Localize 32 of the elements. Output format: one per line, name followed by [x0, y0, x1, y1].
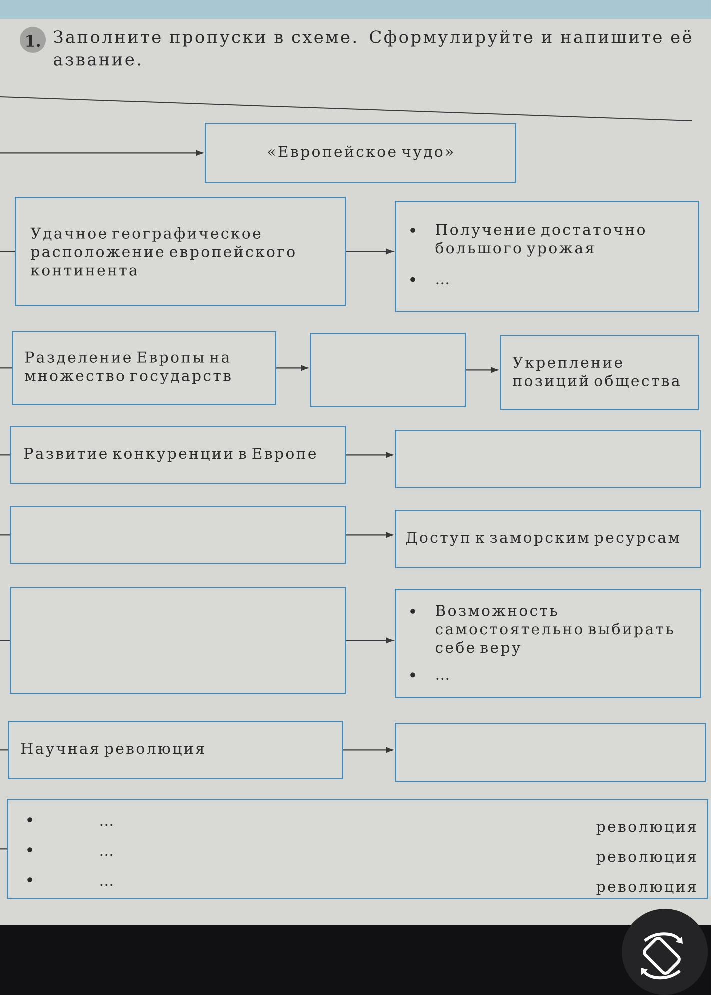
connector-line — [0, 750, 8, 751]
connector-line — [0, 368, 12, 369]
connector-line — [0, 848, 7, 850]
arrow — [346, 532, 394, 538]
answer-box — [10, 506, 346, 564]
connector-line — [0, 534, 10, 536]
arrow — [0, 150, 204, 156]
arrow — [346, 452, 394, 458]
text-box: Укрепление позиций общества — [500, 335, 700, 410]
arrow — [346, 248, 394, 255]
text-box: Развитие конкуренции в Европе — [10, 426, 346, 484]
instruction-text: Заполните пропуски в схеме. Сформулируйте и напишите её азвание. — [54, 30, 692, 66]
text-box: Научная революция — [8, 721, 344, 780]
connector-line — [0, 251, 15, 252]
connector-line — [0, 454, 10, 456]
answer-box — [395, 430, 702, 488]
text-box: Доступ к заморским ресурсам — [395, 510, 702, 568]
text-box: Разделение Европы на множество государств — [12, 331, 276, 406]
arrow — [466, 367, 498, 374]
answer-box — [10, 587, 346, 694]
arrow — [346, 638, 394, 644]
arrow — [343, 747, 394, 754]
answer-box — [310, 333, 466, 408]
bullet-list-box: Получение достаточно большого урожая … — [395, 201, 700, 312]
answer-box — [395, 723, 706, 782]
bullet-list-box: … революция … революция … революция — [7, 799, 708, 900]
text-box: Удачное географическое расположение европейского континента — [15, 197, 346, 306]
connector-line — [0, 640, 10, 642]
text-box: «Европейское чудо» — [205, 123, 516, 184]
arrow — [276, 365, 308, 372]
bullet-list-box: Возможность самостоятельно выбирать себе веру … — [395, 589, 702, 698]
task-number: 1. — [20, 27, 46, 53]
